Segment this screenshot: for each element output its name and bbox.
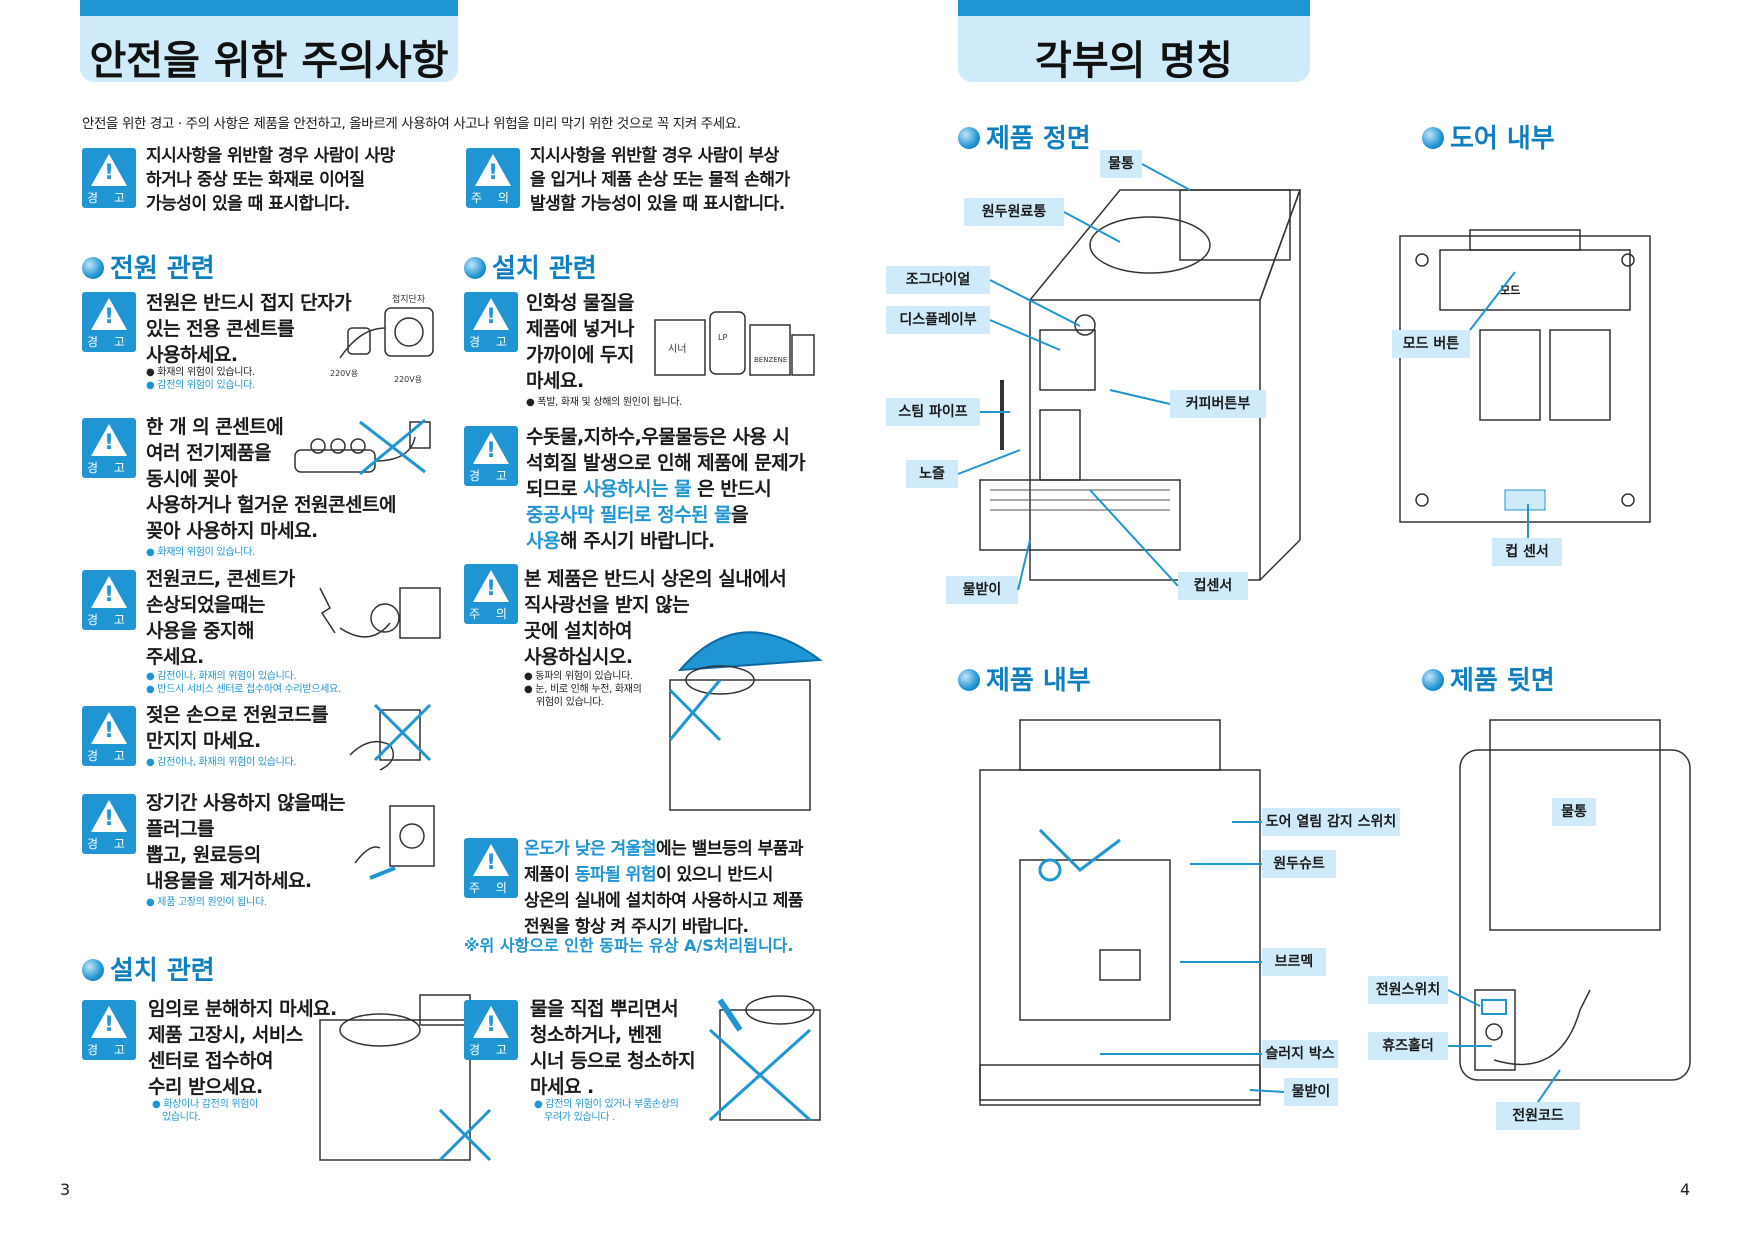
bullet-icon	[958, 127, 980, 149]
label-steam-pipe: 스팀 파이프	[886, 398, 980, 426]
warning-icon: !경 고	[82, 570, 136, 630]
back-view-drawing	[1459, 719, 1691, 1081]
bullet-icon	[464, 257, 486, 279]
section-back: 제품 뒷면	[1422, 660, 1555, 697]
label-display: 디스플레이부	[886, 306, 990, 334]
install-item-1-notes: ● 폭발, 화재 및 상해의 원인이 됩니다.	[526, 397, 683, 408]
power-item-4-notes: ● 감전이나, 화재의 위험이 있습니다.	[146, 757, 297, 768]
section-front: 제품 정면	[958, 118, 1091, 155]
section-inside: 제품 내부	[958, 660, 1091, 697]
label-inside-drip: 물받이	[1284, 1078, 1338, 1106]
warning-icon: !경 고	[82, 1000, 136, 1060]
left-page-title: 안전을 위한 주의사항	[80, 0, 458, 84]
page-number-left: 3	[60, 1180, 71, 1199]
svg-text:BENZENE: BENZENE	[754, 356, 787, 364]
section-power: 전원 관련	[82, 248, 215, 285]
umbrella-machine-illustration	[668, 631, 823, 811]
label-bean-chute: 원두슈트	[1262, 850, 1336, 878]
label-brew-unit: 브르멕	[1262, 948, 1326, 976]
warning-icon: !경 고	[82, 418, 136, 478]
label-power-cord: 전원코드	[1496, 1102, 1580, 1130]
svg-text:LP: LP	[718, 333, 727, 342]
inside-drawing	[979, 719, 1261, 1106]
intro-text: 안전을 위한 경고 · 주의 사항은 제품을 안전하고, 올바르게 사용하여 사…	[82, 116, 741, 132]
warning-icon: !경 고	[82, 148, 136, 208]
section-door: 도어 내부	[1422, 118, 1555, 155]
label-power-switch: 전원스위치	[1368, 976, 1448, 1004]
label-door-switch: 도어 열림 감지 스위치	[1262, 808, 1400, 836]
flammable-items-illustration: 시너 LP BENZENE	[654, 311, 815, 376]
water-spray-illustration	[708, 995, 821, 1122]
label-coffee-buttons: 커피버튼부	[1170, 390, 1266, 418]
wet-hands-illustration	[349, 703, 432, 771]
caution-icon: !주 의	[464, 564, 518, 624]
install-item-2: 수돗물,지하수,우물물등은 사용 시 석회질 발생으로 인해 제품에 문제가 되…	[526, 426, 806, 552]
caution-icon: !주 의	[464, 838, 518, 898]
ground-terminal-label: 접지단자	[392, 293, 426, 305]
bullet-icon	[958, 669, 980, 691]
bullet-icon	[1422, 669, 1444, 691]
door-inside-drawing: 모드	[1399, 229, 1651, 523]
label-cup-sensor: 컵센서	[1178, 572, 1248, 600]
svg-text:220V용: 220V용	[394, 375, 422, 384]
warning-icon: !경 고	[464, 426, 518, 486]
right-page-title: 각부의 명칭	[958, 0, 1310, 84]
damaged-cord-illustration	[319, 587, 441, 639]
label-jog-dial: 조그다이얼	[886, 266, 990, 294]
label-drip-tray: 물받이	[946, 576, 1018, 604]
power-item-5-notes: ● 제품 고장의 원인이 됩니다.	[146, 897, 267, 908]
power-item-3-notes: ● 감전이나, 화재의 위험이 있습니다.● 반드시 서비스 센터로 접수하여 …	[146, 671, 341, 695]
section-install-2: 설치 관련	[82, 950, 215, 987]
freeze-footnote: ※위 사항으로 인한 동파는 유상 A/S처리됩니다.	[464, 936, 794, 955]
label-sludge-box: 슬러지 박스	[1262, 1040, 1338, 1068]
bullet-icon	[82, 257, 104, 279]
warning-icon: !경 고	[82, 292, 136, 352]
label-fuse-holder: 휴즈홀더	[1368, 1032, 1448, 1060]
warning-icon: !경 고	[82, 706, 136, 766]
svg-text:시너: 시너	[668, 343, 686, 355]
grounded-plug-illustration: 접지단자 220V용 220V용	[330, 293, 434, 384]
install-item-4: 온도가 낮은 겨울철에는 밸브등의 부품과 제품이 동파될 위험이 있으니 반드…	[524, 839, 804, 937]
warning-icon: !경 고	[464, 1000, 518, 1060]
label-door-cup-sensor: 컵 센서	[1492, 538, 1562, 566]
section-install: 설치 관련	[464, 248, 597, 285]
label-water-tank: 물통	[1100, 150, 1142, 178]
mode-text: 모드	[1500, 284, 1520, 297]
power-item-1-notes: ● 화재의 위험이 있습니다.● 감전의 위험이 있습니다.	[146, 367, 255, 391]
bullet-icon	[1422, 127, 1444, 149]
page-number-right: 4	[1680, 1180, 1691, 1199]
label-back-water-tank: 물통	[1552, 798, 1596, 826]
label-mode-button: 모드 버튼	[1392, 330, 1470, 358]
label-bean-hopper: 원두원료통	[964, 198, 1064, 226]
front-view-drawing	[979, 189, 1302, 581]
warning-icon: !경 고	[82, 794, 136, 854]
multi-tap-illustration	[294, 418, 431, 476]
power-item-2-notes: ● 화재의 위험이 있습니다.	[146, 547, 255, 558]
unplug-illustration	[354, 805, 435, 880]
label-nozzle: 노즐	[906, 460, 958, 488]
bullet-icon	[82, 959, 104, 981]
caution-icon: !주 의	[466, 148, 520, 208]
svg-text:220V용: 220V용	[330, 369, 358, 378]
warning-icon: !경 고	[464, 292, 518, 352]
